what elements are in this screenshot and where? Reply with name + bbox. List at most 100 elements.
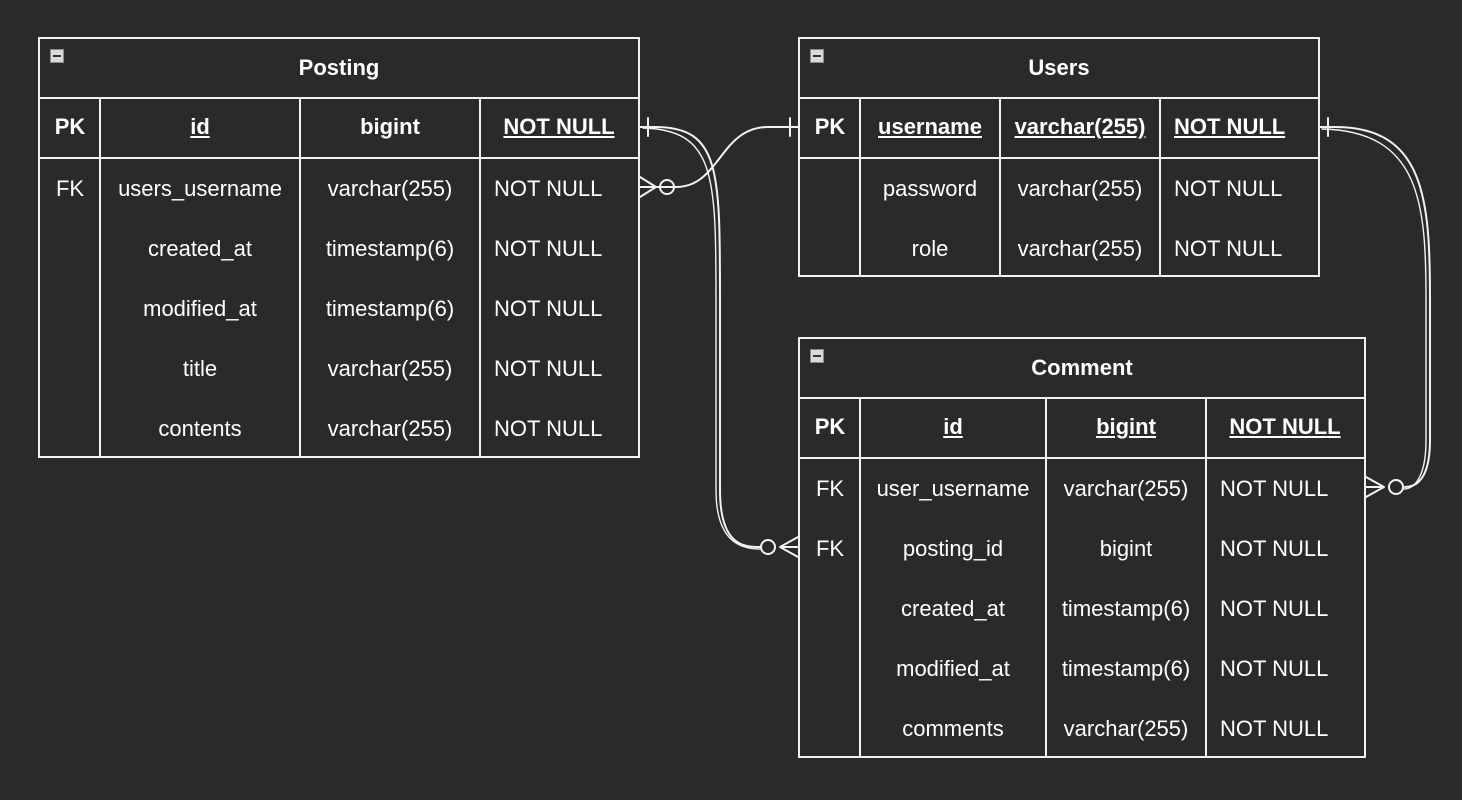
column-null-cell: NOT NULL	[1220, 716, 1329, 741]
collapse-icon[interactable]	[810, 349, 824, 363]
table-row[interactable]: FK users_username varchar(255) NOT NULL	[40, 159, 638, 219]
column-name-cell: comments	[902, 716, 1004, 741]
column-type-cell: varchar(255)	[1014, 114, 1146, 139]
table-row[interactable]: role varchar(255) NOT NULL	[800, 219, 1318, 279]
entity-title-text: Comment	[1031, 355, 1133, 380]
table-row[interactable]: title varchar(255) NOT NULL	[40, 339, 638, 399]
column-type-cell: bigint	[1096, 414, 1156, 439]
connector-posting-comment-zero	[760, 539, 776, 555]
column-null-cell: NOT NULL	[1229, 414, 1341, 439]
column-null-cell: NOT NULL	[503, 114, 615, 139]
column-type-cell: varchar(255)	[327, 176, 453, 201]
entity-comment[interactable]: Comment PK id bigint NOT NULL FK user_us…	[798, 337, 1366, 758]
table-row-pk[interactable]: PK id bigint NOT NULL	[800, 397, 1364, 459]
connector-posting-comment	[639, 126, 761, 548]
column-type-cell: varchar(255)	[327, 416, 453, 441]
table-row[interactable]: modified_at timestamp(6) NOT NULL	[800, 639, 1364, 699]
key-cell	[800, 219, 860, 279]
collapse-icon[interactable]	[810, 49, 824, 63]
column-type-cell: bigint	[360, 114, 420, 139]
table-row[interactable]: FK user_username varchar(255) NOT NULL	[800, 459, 1364, 519]
column-null-cell: NOT NULL	[494, 176, 603, 201]
connector-users-posting	[655, 126, 799, 188]
connector-posting-comment-crowfoot	[779, 536, 799, 558]
entity-users[interactable]: Users PK username varchar(255) NOT NULL …	[798, 37, 1320, 277]
key-cell	[800, 159, 860, 219]
column-name-cell: title	[182, 356, 218, 381]
column-null-cell: NOT NULL	[1220, 536, 1329, 561]
key-cell	[40, 279, 100, 339]
column-type-cell: timestamp(6)	[1061, 596, 1191, 621]
column-type-cell: timestamp(6)	[1061, 656, 1191, 681]
column-name-cell: password	[882, 176, 978, 201]
key-cell	[40, 339, 100, 399]
column-divider	[1205, 397, 1207, 758]
column-divider	[859, 397, 861, 758]
column-type-cell: timestamp(6)	[325, 236, 455, 261]
column-name-cell: contents	[158, 416, 242, 441]
key-cell: FK	[815, 476, 845, 501]
column-null-cell: NOT NULL	[1174, 176, 1283, 201]
entity-title-text: Users	[1028, 55, 1090, 80]
table-row[interactable]: contents varchar(255) NOT NULL	[40, 399, 638, 459]
column-name-cell: id	[943, 414, 963, 439]
column-null-cell: NOT NULL	[494, 296, 603, 321]
column-name-cell: created_at	[148, 236, 252, 261]
table-row-pk[interactable]: PK id bigint NOT NULL	[40, 97, 638, 159]
column-name-cell: created_at	[901, 596, 1005, 621]
table-row[interactable]: created_at timestamp(6) NOT NULL	[40, 219, 638, 279]
column-name-cell: posting_id	[902, 536, 1004, 561]
column-name-cell: id	[190, 114, 210, 139]
key-cell: FK	[815, 536, 845, 561]
column-null-cell: NOT NULL	[1220, 656, 1329, 681]
key-cell	[40, 399, 100, 459]
column-name-cell: role	[911, 236, 949, 261]
column-name-cell: username	[878, 114, 982, 139]
table-row[interactable]: password varchar(255) NOT NULL	[800, 159, 1318, 219]
connector-users-comment	[1319, 126, 1431, 488]
key-cell: FK	[55, 176, 85, 201]
key-cell	[800, 699, 860, 759]
table-row[interactable]: FK posting_id bigint NOT NULL	[800, 519, 1364, 579]
key-cell: PK	[54, 114, 86, 139]
entity-title: Posting	[40, 39, 638, 99]
column-name-cell: user_username	[876, 476, 1030, 501]
entity-title: Users	[800, 39, 1318, 99]
column-null-cell: NOT NULL	[494, 416, 603, 441]
column-type-cell: bigint	[1099, 536, 1153, 561]
column-type-cell: varchar(255)	[1017, 236, 1143, 261]
key-cell	[800, 579, 860, 639]
table-row[interactable]: modified_at timestamp(6) NOT NULL	[40, 279, 638, 339]
column-type-cell: varchar(255)	[1017, 176, 1143, 201]
column-null-cell: NOT NULL	[1220, 476, 1329, 501]
key-cell	[40, 219, 100, 279]
column-divider	[1159, 97, 1161, 277]
column-null-cell: NOT NULL	[1174, 236, 1283, 261]
column-null-cell: NOT NULL	[1174, 114, 1286, 139]
column-null-cell: NOT NULL	[494, 356, 603, 381]
table-row[interactable]: created_at timestamp(6) NOT NULL	[800, 579, 1364, 639]
entity-posting[interactable]: Posting PK id bigint NOT NULL FK users_u…	[38, 37, 640, 458]
column-null-cell: NOT NULL	[494, 236, 603, 261]
column-divider	[99, 97, 101, 458]
connector-users-posting-zero	[659, 179, 675, 195]
table-row[interactable]: comments varchar(255) NOT NULL	[800, 699, 1364, 759]
column-divider	[859, 97, 861, 277]
table-row-pk[interactable]: PK username varchar(255) NOT NULL	[800, 97, 1318, 159]
column-name-cell: users_username	[118, 176, 282, 201]
key-cell: PK	[814, 114, 846, 139]
connector-users-comment-crowfoot	[1365, 476, 1385, 498]
column-type-cell: varchar(255)	[1063, 476, 1189, 501]
entity-title: Comment	[800, 339, 1364, 399]
column-divider	[999, 97, 1001, 277]
column-type-cell: varchar(255)	[1063, 716, 1189, 741]
collapse-icon[interactable]	[50, 49, 64, 63]
column-type-cell: timestamp(6)	[325, 296, 455, 321]
key-cell	[800, 639, 860, 699]
column-null-cell: NOT NULL	[1220, 596, 1329, 621]
connector-users-comment-zero	[1388, 479, 1404, 495]
column-name-cell: modified_at	[143, 296, 257, 321]
column-divider	[479, 97, 481, 458]
key-cell: PK	[814, 414, 846, 439]
